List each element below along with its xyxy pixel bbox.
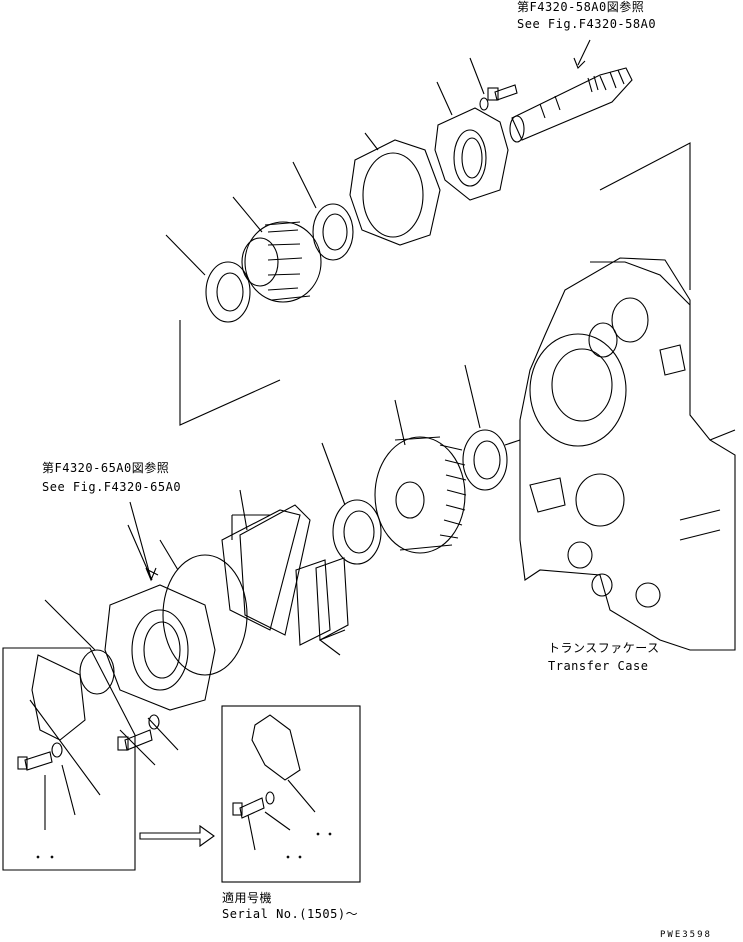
bearing-cover-top — [434, 107, 509, 201]
leader-line-transfer-case — [504, 439, 521, 446]
transfer-case-label-ja: トランスファケース — [548, 641, 660, 655]
gear-top — [241, 221, 322, 303]
shim-set — [221, 504, 349, 646]
washer-lower — [148, 714, 160, 730]
arrow-right-icon — [139, 824, 215, 848]
inset-box-left — [2, 647, 136, 871]
reference-left-ja: 第F4320-65A0図参照 — [42, 461, 170, 475]
transfer-case-label-en: Transfer Case — [548, 659, 649, 673]
oring-large — [162, 554, 248, 676]
reference-left-en: See Fig.F4320-65A0 — [42, 480, 182, 494]
reference-arrow-top — [573, 39, 591, 69]
leaders-lower — [44, 524, 179, 766]
oring-small — [79, 649, 115, 695]
washer-top — [479, 97, 489, 111]
leaders-top — [165, 57, 485, 276]
transfer-case-body — [519, 257, 736, 651]
gear-middle — [374, 436, 467, 554]
leader-frame-top — [179, 142, 691, 426]
bearing-middle-2 — [332, 499, 382, 565]
output-shaft — [509, 67, 633, 143]
reference-top-ja: 第F4320-58A0図参照 — [517, 0, 645, 14]
leaders-middle — [231, 364, 481, 656]
drawing-code: PWE3598 — [660, 930, 712, 940]
reference-top-en: See Fig.F4320-58A0 — [517, 17, 657, 31]
gasket-top — [349, 139, 441, 246]
bearing-top-1 — [312, 203, 354, 261]
bearing-middle-1 — [462, 429, 508, 491]
serial-label-en: Serial No.(1505)～ — [222, 907, 359, 921]
bearing-cover-lower — [104, 584, 216, 711]
bolt-lower — [117, 729, 153, 751]
inset-box-right — [221, 705, 361, 883]
reference-arrow-left — [129, 501, 157, 582]
serial-label-ja: 適用号機 — [222, 891, 273, 905]
bearing-top-2 — [205, 261, 251, 323]
bolt-top — [487, 84, 518, 101]
